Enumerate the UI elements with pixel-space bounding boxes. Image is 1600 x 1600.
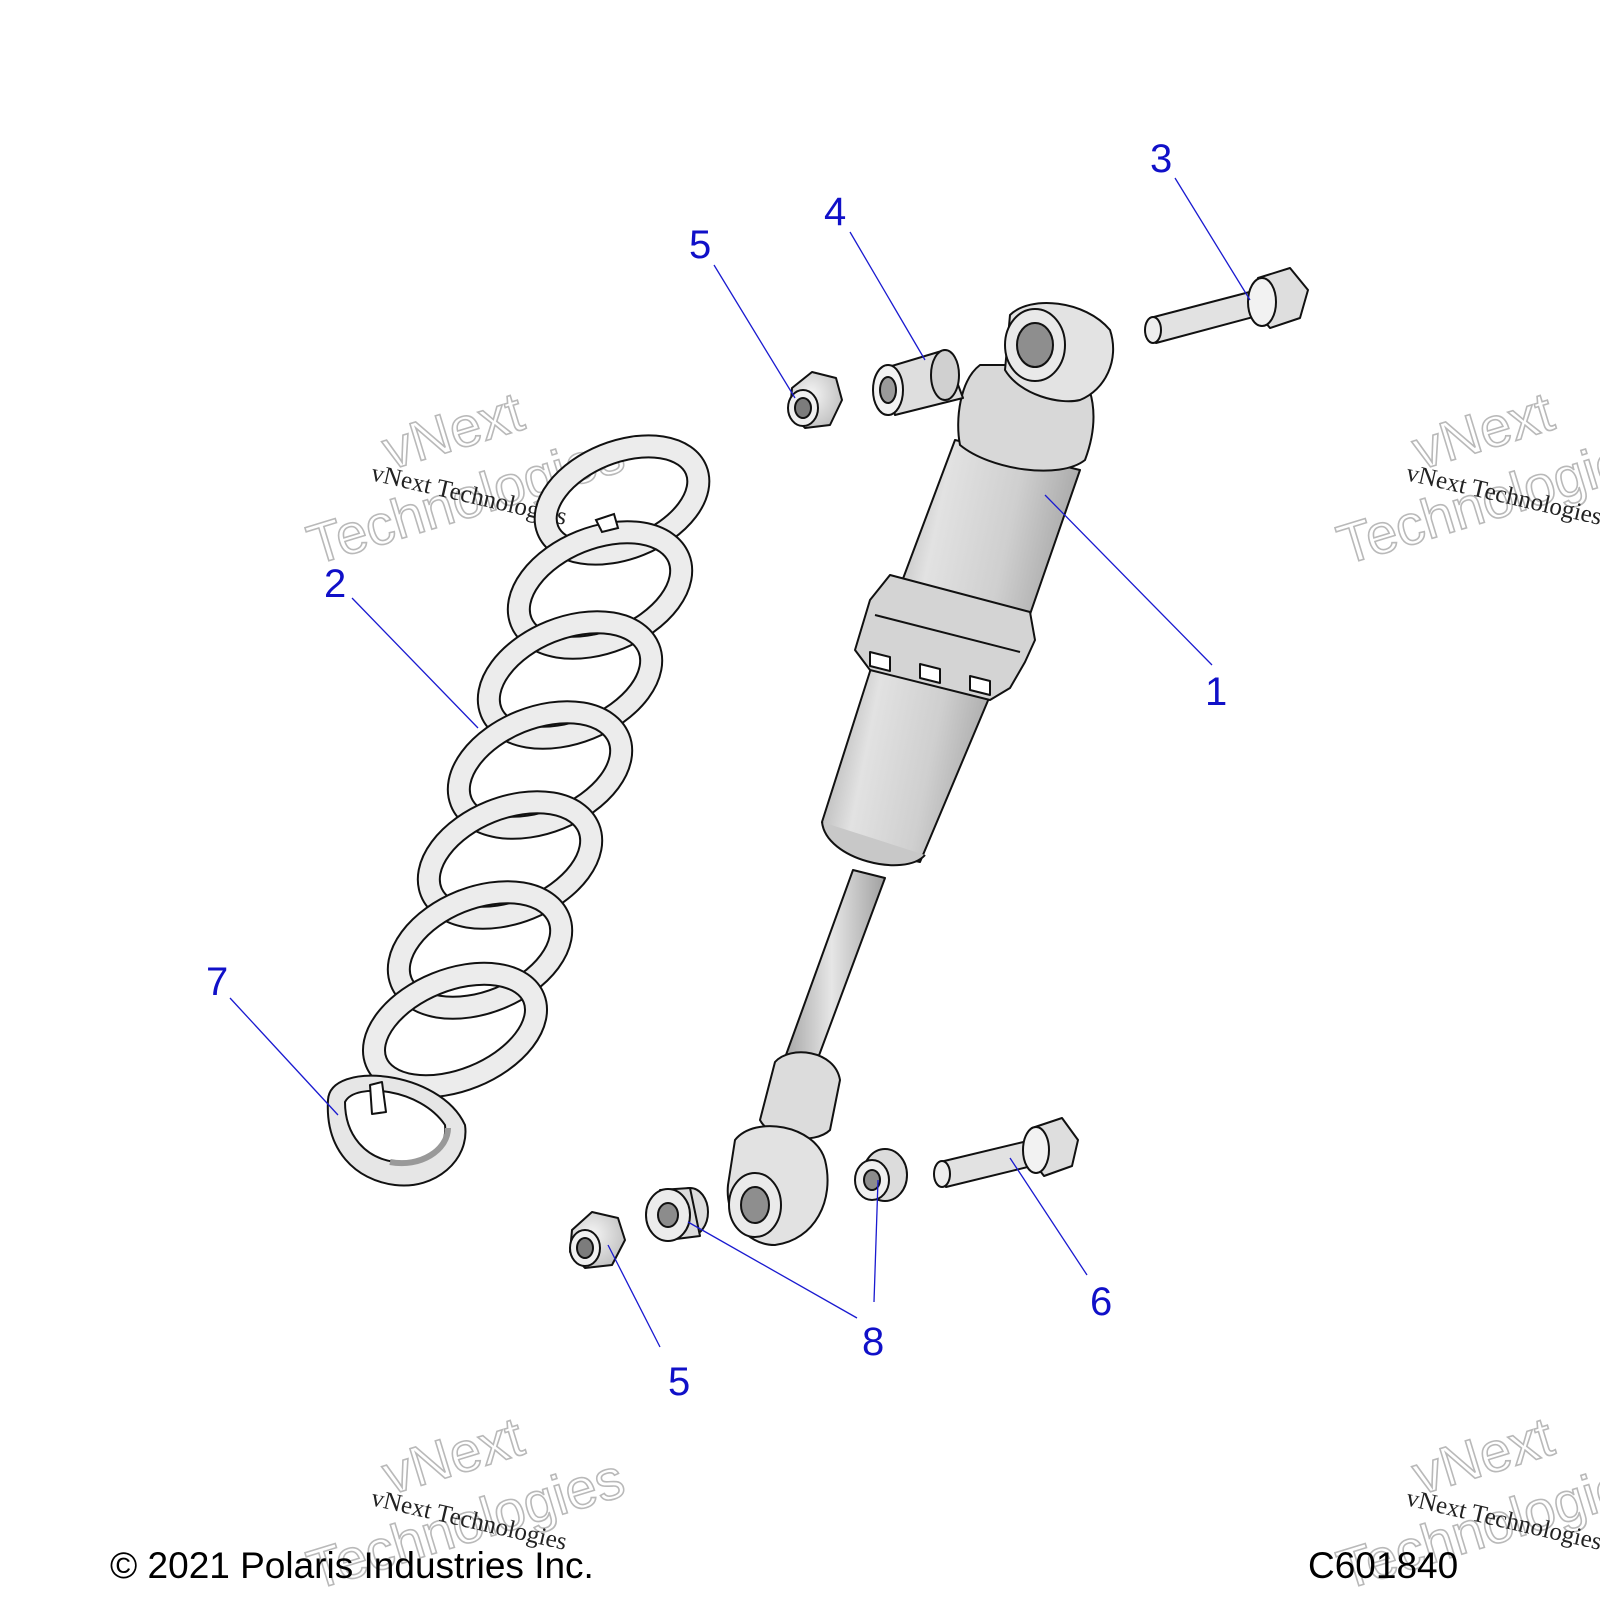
coil-spring bbox=[361, 434, 711, 1099]
callout-7-retainer: 7 bbox=[206, 960, 228, 1004]
callout-1-shock-absorber: 1 bbox=[1205, 670, 1227, 714]
leader-lines bbox=[229, 177, 1251, 1348]
watermark-top-right: vNext Technologies vNext Technologies bbox=[1329, 378, 1600, 577]
callout-5-upper-nut: 5 bbox=[689, 223, 711, 267]
upper-bolt bbox=[1144, 267, 1309, 344]
callout-2-coil-spring: 2 bbox=[324, 562, 346, 606]
spring-retainer bbox=[326, 1074, 467, 1187]
callout-4-spacer: 4 bbox=[824, 190, 846, 234]
spacer-sleeve bbox=[872, 349, 964, 416]
callout-6-lower-bolt: 6 bbox=[1090, 1280, 1112, 1324]
bushing-right bbox=[854, 1148, 908, 1202]
preload-collar bbox=[854, 574, 1036, 701]
bushing-left bbox=[645, 1187, 709, 1242]
drawing-id: C601840 bbox=[1308, 1545, 1458, 1586]
copyright-text: © 2021 Polaris Industries Inc. bbox=[110, 1545, 594, 1586]
callout-3-upper-bolt: 3 bbox=[1150, 137, 1172, 181]
bottom-eyelet bbox=[726, 1125, 829, 1246]
flange-nut-lower bbox=[569, 1211, 626, 1269]
shock-absorber bbox=[726, 302, 1115, 1246]
flange-nut-upper bbox=[787, 371, 843, 429]
callout-8-bushings: 8 bbox=[862, 1320, 884, 1364]
callout-5-lower-nut: 5 bbox=[668, 1360, 690, 1404]
top-eyelet bbox=[1004, 302, 1115, 403]
lower-bolt bbox=[933, 1117, 1079, 1188]
